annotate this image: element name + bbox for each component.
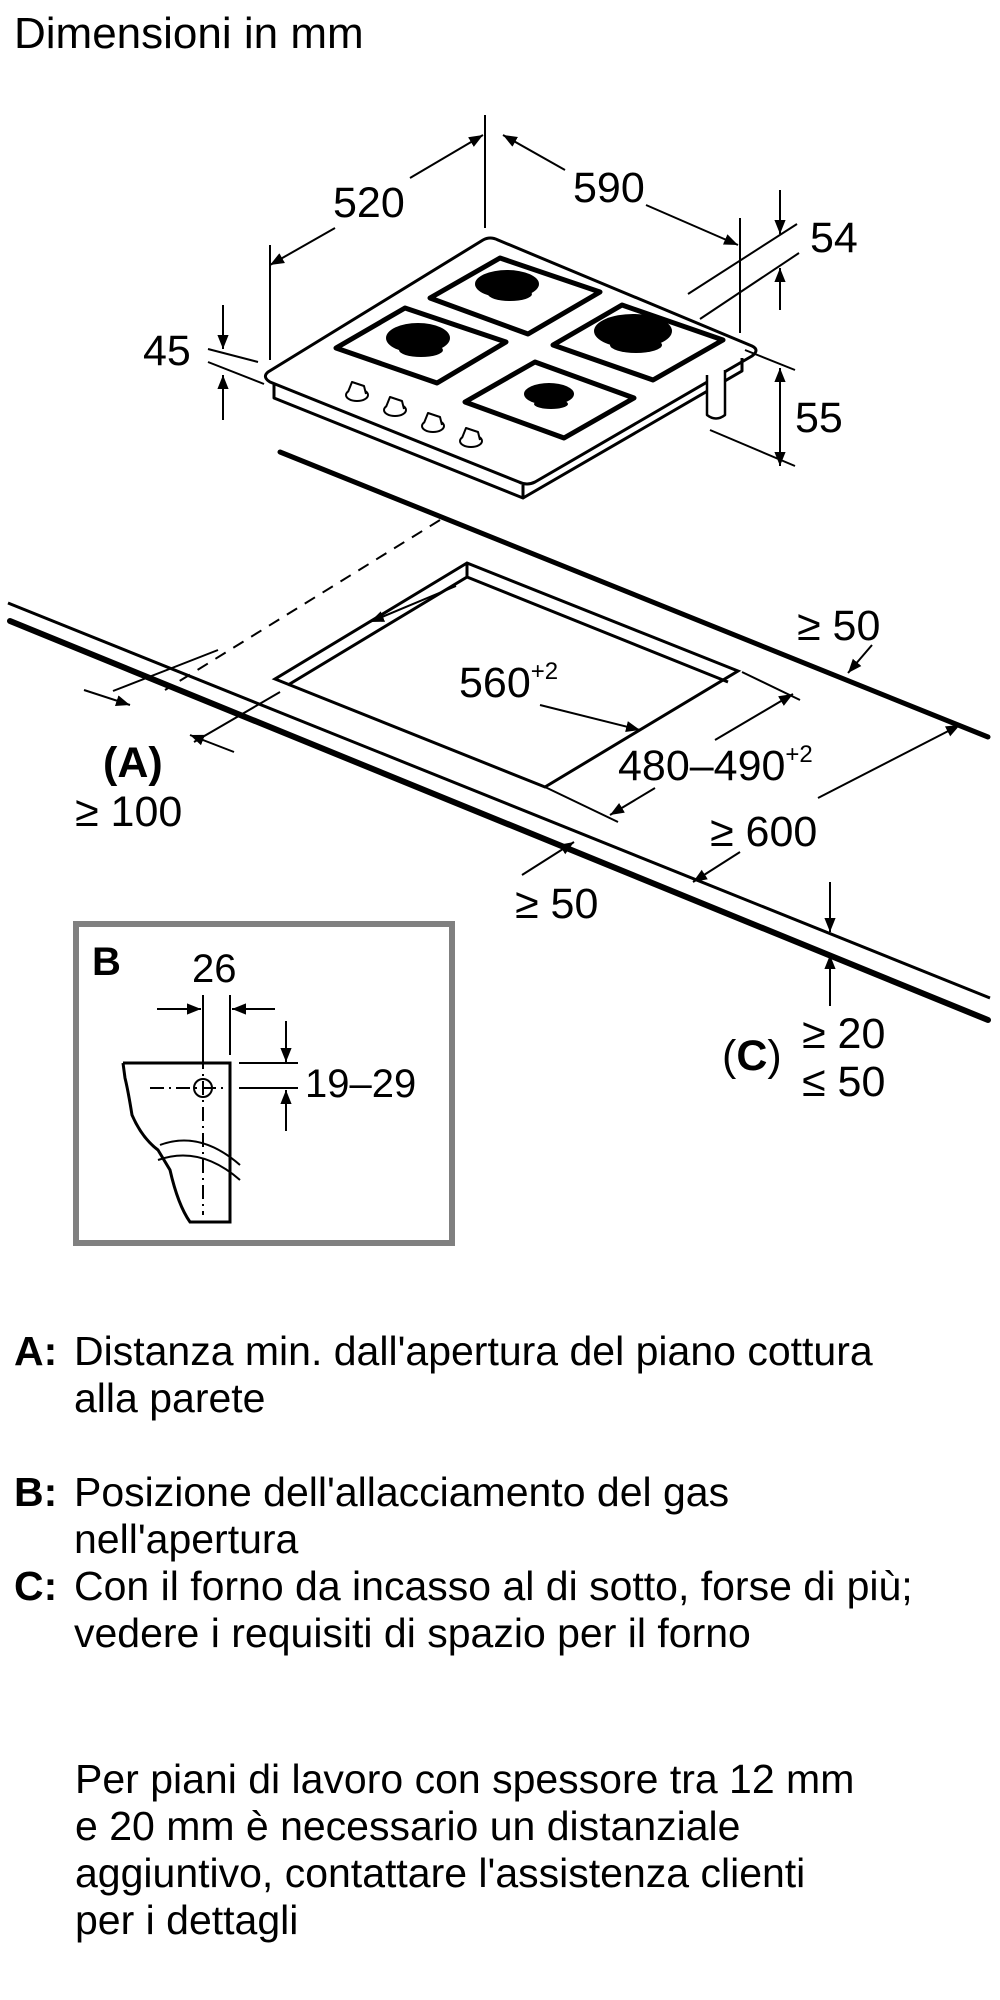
cutout-inner (287, 563, 729, 687)
dim-side-clearance-A: ≥ 100 (75, 788, 182, 836)
worktop-dimensions (83, 585, 961, 1006)
hob-drawing (263, 236, 758, 500)
legend-text: Con il forno da incasso al di sotto, for… (74, 1563, 913, 1656)
dim-front-clearance: ≥ 50 (515, 880, 598, 928)
dim-B-vertical: 19–29 (305, 1062, 416, 1106)
worktop-front-bottom (7, 618, 991, 1023)
dim-cutout-width: 560+2 (459, 658, 558, 707)
dim-B-horizontal: 26 (192, 947, 237, 991)
legend-key: C: (14, 1563, 58, 1609)
legend-text: Posizione dell'allacciamento del gas nel… (74, 1469, 730, 1562)
dim-hob-gas-height: 55 (795, 394, 843, 442)
burner-grate (333, 255, 726, 441)
bracket-profile (121, 1061, 232, 1224)
hob-dimension-labels: 520 590 54 55 45 (143, 164, 858, 442)
installation-diagram: 520 590 54 55 45 (7, 115, 991, 1246)
hob-top-plate (263, 236, 758, 486)
label-C: (C) (722, 1032, 782, 1080)
dim-hob-front-height: 45 (143, 327, 191, 375)
gas-connector (705, 370, 727, 420)
worktop-dimension-labels: 560+2 480–490+2 ≥ 50 ≥ 600 ≥ 50 (A) ≥ 10… (75, 602, 885, 1106)
dim-back-clearance: ≥ 50 (797, 602, 880, 650)
gas-connection-hole (193, 1078, 213, 1098)
legend-key: A: (14, 1328, 58, 1374)
legend-item-B: B: Posizione dell'allacciamento del gas … (14, 1469, 934, 1563)
detail-B-label: B (92, 940, 121, 984)
hob-front-edge (272, 383, 525, 500)
hob-dimensions (207, 115, 800, 467)
legend-item-C: C: Con il forno da incasso al di sotto, … (14, 1563, 934, 1657)
worktop-thickness-note: Per piani di lavoro con spessore tra 12 … (75, 1756, 855, 1943)
burner (386, 270, 672, 409)
dim-thickness-min: ≥ 20 (802, 1010, 885, 1058)
legend: A: Distanza min. dall'apertura del piano… (14, 1328, 934, 1657)
detail-B-box: B 26 19–29 (73, 921, 455, 1246)
wall-line (277, 449, 991, 740)
legend-item-A: A: Distanza min. dall'apertura del piano… (14, 1328, 934, 1422)
label-A: (A) (103, 739, 163, 787)
legend-key: B: (14, 1469, 58, 1515)
dim-hob-width: 590 (573, 164, 645, 212)
dim-hob-depth: 520 (333, 179, 405, 227)
page-title: Dimensioni in mm (14, 9, 364, 58)
control-knob (345, 381, 483, 448)
dim-thickness-max: ≤ 50 (802, 1058, 885, 1106)
worktop-drawing (7, 449, 991, 1023)
dim-cutout-depth: 480–490+2 (618, 741, 813, 790)
wall-projection-dashed (164, 519, 441, 691)
legend-text: Distanza min. dall'apertura del piano co… (74, 1328, 873, 1421)
dim-hob-top-height: 54 (810, 214, 858, 262)
dim-worktop-depth: ≥ 600 (710, 808, 817, 856)
